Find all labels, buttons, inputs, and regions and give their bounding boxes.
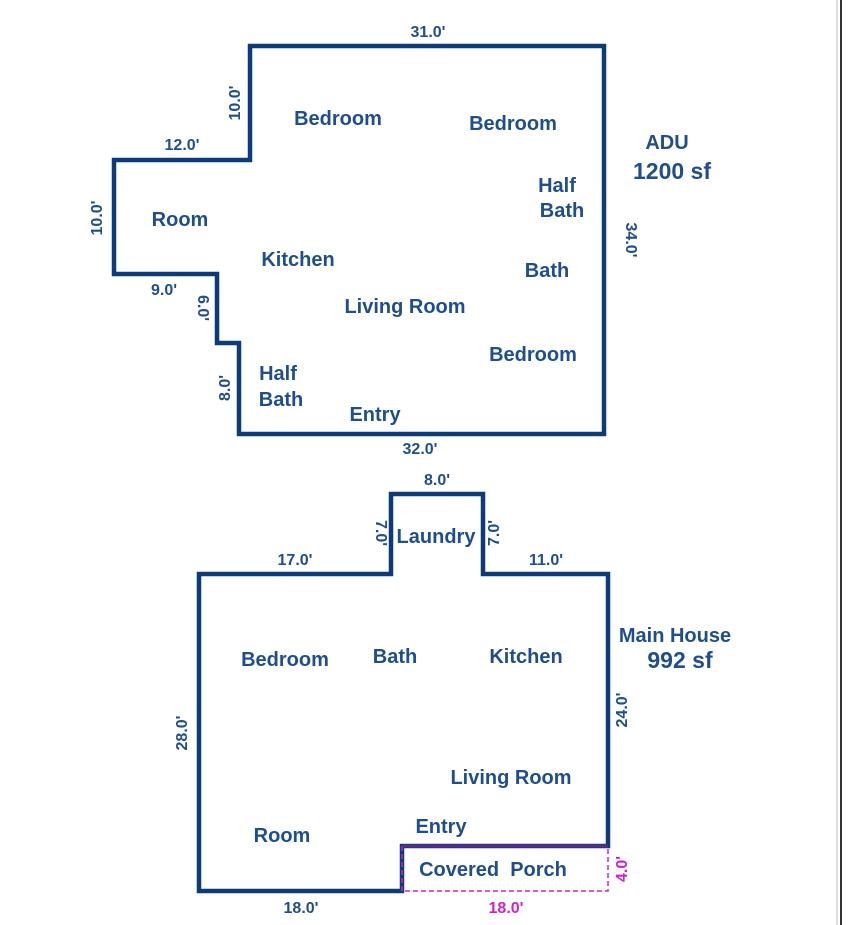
adu-dim-step-top: 12.0' bbox=[165, 137, 200, 154]
main-room-bath: Bath bbox=[373, 646, 417, 668]
adu-dim-step-vertical: 6.0' bbox=[194, 295, 211, 321]
main-room-bedroom: Bedroom bbox=[241, 649, 329, 671]
adu-dim-left: 10.0' bbox=[89, 201, 106, 236]
adu-dim-step-bottom: 9.0' bbox=[151, 282, 177, 299]
main-dim-laundry-top: 8.0' bbox=[424, 472, 450, 489]
main-dim-top-right: 11.0' bbox=[529, 552, 563, 569]
main-house-title: Main House bbox=[619, 625, 731, 647]
main-room-room: Room bbox=[254, 825, 311, 847]
main-dim-right: 24.0' bbox=[614, 693, 631, 728]
adu-room-room: Room bbox=[152, 209, 209, 231]
adu-room-half-bath-1b: Bath bbox=[540, 200, 584, 222]
porch-outline bbox=[401, 846, 609, 892]
adu-dim-bottom: 32.0' bbox=[403, 441, 438, 458]
main-room-entry: Entry bbox=[415, 816, 467, 838]
adu-room-half-bath-2b: Bath bbox=[259, 389, 303, 411]
adu-dim-top: 31.0' bbox=[411, 24, 446, 41]
porch-dim-width: 18.0' bbox=[489, 900, 524, 917]
main-dim-laundry-left: 7.0' bbox=[372, 520, 389, 546]
adu-room-bedroom-2: Bedroom bbox=[469, 113, 557, 135]
adu-room-half-bath-2a: Half bbox=[259, 363, 297, 385]
adu-room-entry: Entry bbox=[349, 404, 401, 426]
main-room-kitchen: Kitchen bbox=[489, 646, 562, 668]
main-dim-left: 28.0' bbox=[174, 716, 191, 751]
adu-room-bath: Bath bbox=[525, 260, 569, 282]
adu-room-bedroom-3: Bedroom bbox=[489, 344, 577, 366]
adu-room-living-room: Living Room bbox=[344, 296, 465, 318]
main-dim-laundry-right: 7.0' bbox=[486, 520, 503, 546]
main-dim-top-left: 17.0' bbox=[278, 552, 313, 569]
main-room-living-room: Living Room bbox=[450, 767, 571, 789]
adu-dim-right: 34.0' bbox=[622, 223, 639, 258]
adu-area: 1200 sf bbox=[633, 158, 711, 184]
adu-outline bbox=[111, 43, 607, 437]
main-house-outline bbox=[196, 491, 611, 894]
main-house-area: 992 sf bbox=[647, 647, 713, 673]
adu-room-kitchen: Kitchen bbox=[261, 249, 334, 271]
main-room-laundry: Laundry bbox=[397, 526, 477, 548]
adu-title: ADU bbox=[645, 132, 688, 154]
porch-dim-depth: 4.0' bbox=[614, 856, 631, 882]
adu-room-bedroom-1: Bedroom bbox=[294, 108, 382, 130]
adu-dim-lower-left: 8.0' bbox=[217, 375, 234, 401]
adu-dim-left-upper: 10.0' bbox=[227, 86, 244, 121]
main-dim-bottom: 18.0' bbox=[284, 900, 319, 917]
adu-room-half-bath-1a: Half bbox=[538, 175, 576, 197]
main-room-covered-porch: Covered Porch bbox=[419, 859, 567, 881]
